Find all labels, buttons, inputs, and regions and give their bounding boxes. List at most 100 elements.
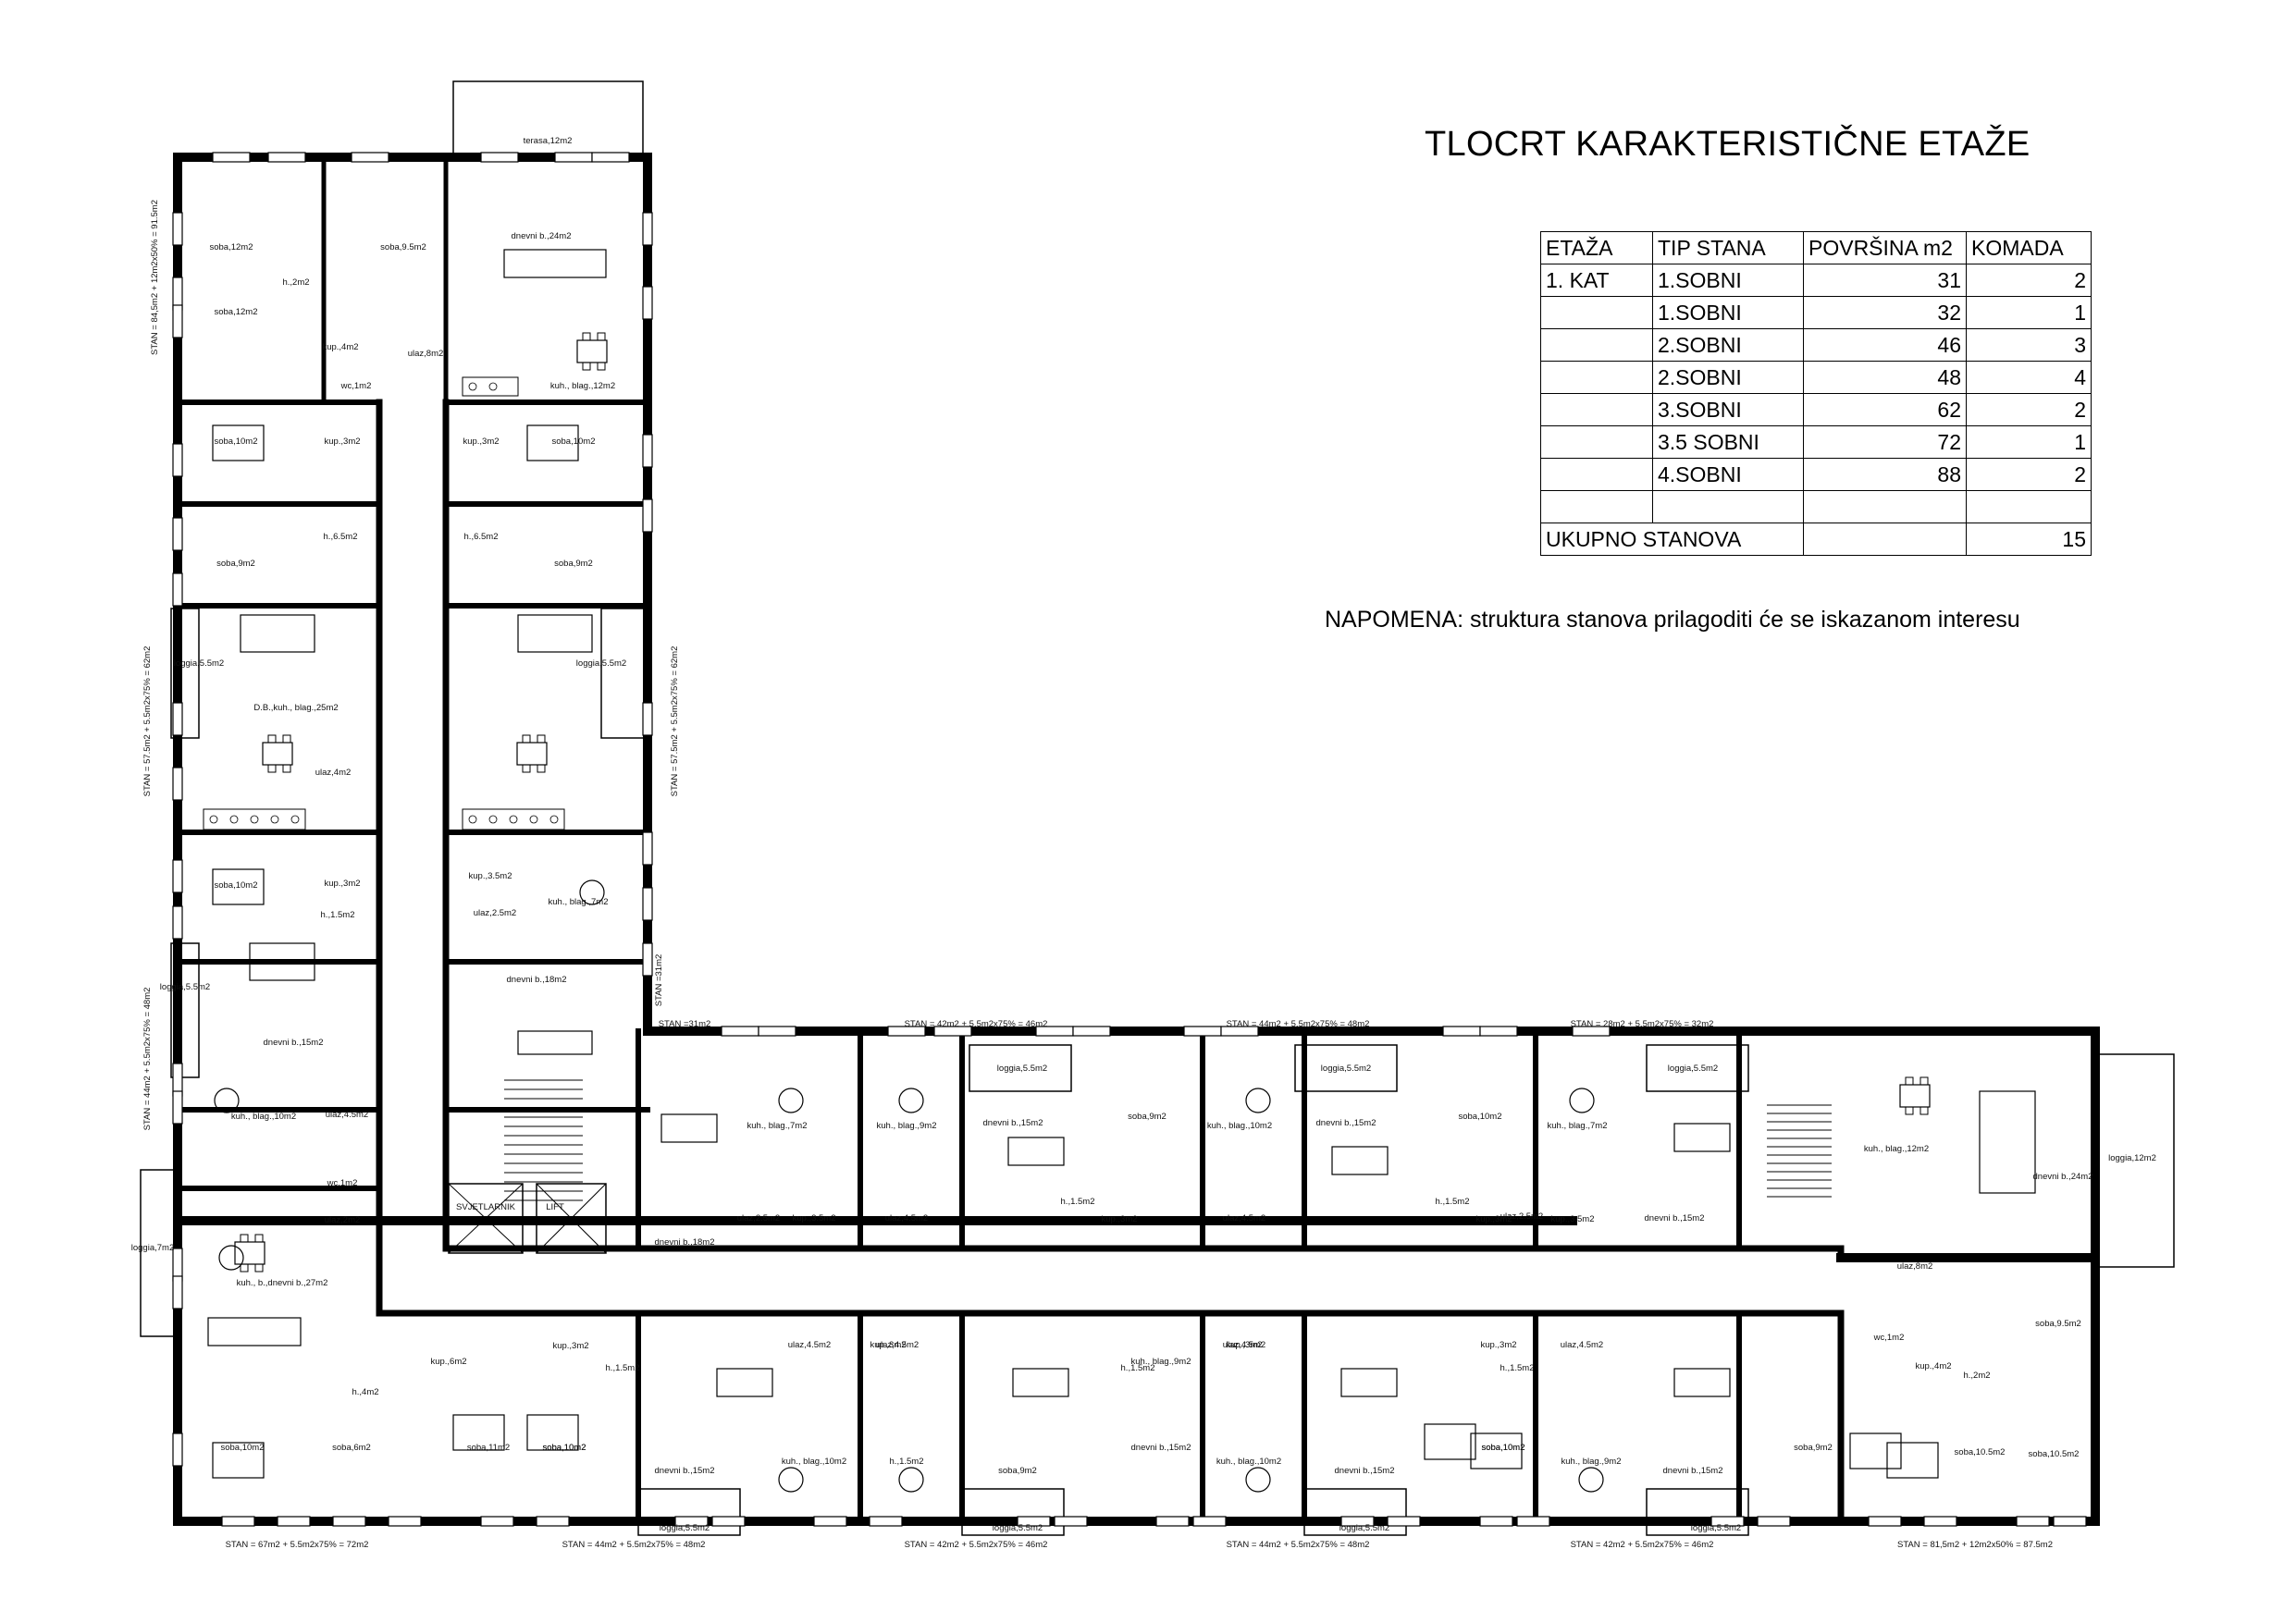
room-label: kuh., blag.,7m2 bbox=[1548, 1121, 1608, 1131]
chair bbox=[582, 362, 591, 371]
room-label: loggia,5.5m2 bbox=[576, 658, 626, 669]
window bbox=[674, 1516, 709, 1527]
room-label: dnevni b.,15m2 bbox=[1316, 1118, 1376, 1128]
room-label: dnevni b.,15m2 bbox=[1131, 1443, 1191, 1453]
round-table bbox=[214, 1088, 240, 1113]
chair bbox=[254, 1263, 264, 1273]
balcony-outline bbox=[969, 1044, 1072, 1092]
room-label: loggia,5.5m2 bbox=[993, 1523, 1043, 1533]
balcony-outline bbox=[637, 1488, 741, 1536]
chair bbox=[1905, 1106, 1914, 1115]
balcony-outline bbox=[961, 1488, 1065, 1536]
plan-furniture bbox=[203, 249, 2036, 1493]
sofa bbox=[517, 1030, 593, 1055]
room-label: kuh., blag.,10m2 bbox=[231, 1112, 296, 1122]
bed bbox=[526, 424, 579, 461]
room-label: loggia,5.5m2 bbox=[160, 982, 210, 992]
bed bbox=[212, 424, 265, 461]
table-header-cell: KOMADA bbox=[1966, 231, 2092, 264]
room-label: dnevni b.,15m2 bbox=[1335, 1466, 1395, 1476]
sofa bbox=[1340, 1368, 1398, 1397]
apartment-area-label: STAN = 67m2 + 5.5m2x75% = 72m2 bbox=[226, 1540, 369, 1550]
hob bbox=[468, 815, 477, 824]
window bbox=[172, 1275, 183, 1309]
room-label: soba,10m2 bbox=[214, 880, 257, 891]
sofa bbox=[1979, 1090, 2036, 1194]
room-label: ulaz,4.5m2 bbox=[326, 1110, 368, 1120]
window bbox=[1155, 1516, 1190, 1527]
room-label: kup.,3m2 bbox=[1480, 1340, 1516, 1350]
lift-cross bbox=[448, 1183, 524, 1254]
apartment-area-label: STAN = 44m2 + 5.5m2x75% = 48m2 bbox=[142, 988, 153, 1131]
room-label: loggia,5.5m2 bbox=[997, 1064, 1047, 1074]
room-label: SVJETLARNIK bbox=[456, 1202, 516, 1212]
table-cell: 1.SOBNI bbox=[1652, 296, 1804, 329]
apartment-area-label: STAN = 44m2 + 5.5m2x75% = 48m2 bbox=[1227, 1540, 1370, 1550]
table-cell: 3 bbox=[1966, 328, 2092, 362]
room-label: h.,6.5m2 bbox=[324, 532, 358, 542]
apartment-area-label: STAN = 57.5m2 + 5.5m2x75% = 62m2 bbox=[670, 646, 680, 797]
room-label: dnevni b.,18m2 bbox=[507, 975, 567, 985]
balcony-outline bbox=[452, 80, 644, 158]
apartment-area-label: STAN = 42m2 + 5.5m2x75% = 46m2 bbox=[905, 1540, 1048, 1550]
window bbox=[172, 517, 183, 551]
room-label: kuh., blag.,12m2 bbox=[1864, 1144, 1929, 1154]
room-label: ulaz,4.5m2 bbox=[876, 1340, 919, 1350]
room-label: kuh., blag.,7m2 bbox=[549, 897, 609, 907]
dining-table bbox=[576, 339, 608, 363]
window bbox=[332, 1516, 366, 1527]
window bbox=[388, 1516, 422, 1527]
room-label: kuh., blag.,9m2 bbox=[1562, 1457, 1622, 1467]
room-label: soba,9m2 bbox=[216, 559, 255, 569]
room-label: dnevni b.,15m2 bbox=[1645, 1213, 1705, 1223]
room-label: kup.,3m2 bbox=[1226, 1340, 1262, 1350]
room-label: loggia,5.5m2 bbox=[1668, 1064, 1718, 1074]
room-label: dnevni b.,15m2 bbox=[655, 1466, 715, 1476]
room-label: ulaz,8m2 bbox=[1897, 1261, 1933, 1272]
apartment-area-label: STAN = 44m2 + 5.5m2x75% = 48m2 bbox=[562, 1540, 706, 1550]
room-label: kup.,3m2 bbox=[324, 436, 360, 447]
balcony-outline bbox=[170, 608, 200, 739]
room-label: ulaz,4.5m2 bbox=[788, 1340, 831, 1350]
chair bbox=[522, 734, 531, 744]
window bbox=[1192, 1516, 1227, 1527]
room-label: kuh., blag.,10m2 bbox=[782, 1457, 846, 1467]
round-table bbox=[898, 1088, 924, 1113]
window bbox=[277, 1516, 311, 1527]
round-table bbox=[218, 1245, 244, 1271]
window bbox=[1220, 1026, 1259, 1037]
room-label: loggia,12m2 bbox=[2108, 1153, 2156, 1163]
round-table bbox=[1245, 1467, 1271, 1493]
room-label: kup.,6m2 bbox=[430, 1357, 466, 1367]
chair bbox=[597, 332, 606, 341]
balcony-outline bbox=[170, 942, 200, 1078]
sofa bbox=[249, 942, 315, 981]
window bbox=[1479, 1026, 1518, 1037]
hob bbox=[229, 815, 239, 824]
room-label: soba,10.5m2 bbox=[2029, 1449, 2080, 1459]
balcony-outline bbox=[1646, 1488, 1749, 1536]
table-cell bbox=[1966, 490, 2092, 523]
round-table bbox=[1569, 1088, 1595, 1113]
room-label: dnevni b.,15m2 bbox=[1663, 1466, 1723, 1476]
table-cell: 3.5 SOBNI bbox=[1652, 425, 1804, 459]
table-cell bbox=[1803, 523, 1967, 556]
table-cell: 1.SOBNI bbox=[1652, 264, 1804, 297]
lift-cross bbox=[536, 1183, 607, 1254]
window bbox=[2053, 1516, 2087, 1527]
room-label: soba,12m2 bbox=[214, 307, 257, 317]
chair bbox=[282, 764, 291, 773]
bed bbox=[452, 1414, 505, 1451]
balcony-outline bbox=[2094, 1053, 2175, 1268]
chair bbox=[267, 734, 277, 744]
room-label: kuh., blag.,7m2 bbox=[747, 1121, 808, 1131]
bed bbox=[1886, 1442, 1939, 1479]
sofa bbox=[503, 249, 607, 278]
table-cell: 2 bbox=[1966, 393, 2092, 426]
apartment-area-label: STAN =31m2 bbox=[659, 1019, 711, 1029]
balcony-outline bbox=[600, 608, 648, 739]
hob bbox=[509, 815, 518, 824]
